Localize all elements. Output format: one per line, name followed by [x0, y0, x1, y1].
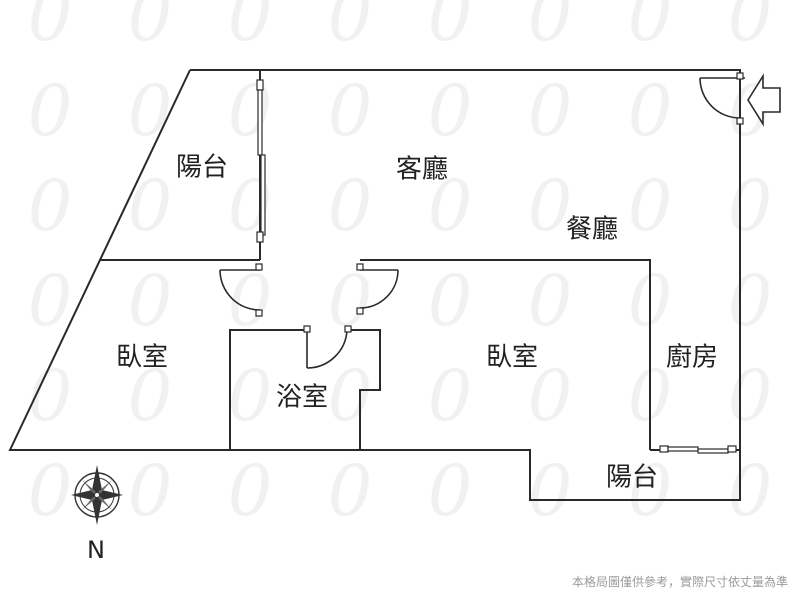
watermark-glyph: 0	[228, 70, 273, 152]
watermark-glyph: 0	[428, 165, 473, 247]
outer-wall	[8, 69, 741, 501]
watermark-glyph: 0	[628, 165, 673, 247]
watermark-glyph: 0	[328, 450, 373, 532]
watermark-glyph: 0	[528, 70, 573, 152]
watermark-glyph: 0	[428, 450, 473, 532]
compass-rose-icon	[71, 465, 123, 525]
doors	[219, 72, 745, 369]
watermark-glyph: 0	[328, 70, 373, 152]
sliding-window-bottom	[659, 445, 737, 454]
watermark-glyph: 0	[128, 260, 173, 342]
watermark-glyph: 0	[728, 355, 773, 437]
watermark-glyph: 0	[128, 0, 173, 57]
watermark-glyph: 0	[528, 0, 573, 57]
room-label-kitchen: 廚房	[666, 343, 718, 373]
watermark-glyph: 0	[328, 0, 373, 57]
bathroom-wall-right	[350, 329, 381, 450]
watermark-glyph: 0	[128, 450, 173, 532]
watermark-glyph: 0	[528, 355, 573, 437]
watermark-glyph: 0	[28, 0, 73, 57]
watermark-glyph: 0	[128, 355, 173, 437]
watermark-glyph: 0	[28, 165, 73, 247]
watermark-glyph: 0	[628, 70, 673, 152]
bathroom-door	[303, 325, 352, 369]
room-label-bathroom: 浴室	[276, 383, 328, 413]
watermark-glyph: 0	[528, 165, 573, 247]
watermark-glyph: 0	[128, 165, 173, 247]
watermark-glyph: 0	[228, 355, 273, 437]
watermark-glyph: 0	[328, 165, 373, 247]
watermark-glyph: 0	[128, 70, 173, 152]
room-label-balcony-top: 陽台	[176, 153, 228, 183]
compass-north-label: N	[87, 536, 105, 564]
disclaimer-text: 本格局圖僅供參考，實際尺寸依丈量為準	[572, 574, 788, 589]
watermark-glyph: 0	[228, 0, 273, 57]
bathroom-wall	[229, 329, 305, 450]
room-label-bedroom-right: 臥室	[486, 343, 538, 373]
room-label-balcony-bottom: 陽台	[606, 463, 658, 493]
watermark-glyph: 0	[728, 165, 773, 247]
watermark-glyph: 0	[428, 260, 473, 342]
watermark-glyph: 0	[28, 450, 73, 532]
watermark-glyph: 0	[28, 70, 73, 152]
watermark-glyph: 0	[228, 450, 273, 532]
room-label-dining-room: 餐廳	[566, 215, 618, 245]
watermark-glyph: 0	[28, 260, 73, 342]
watermark-glyph: 0	[428, 70, 473, 152]
watermark-glyph: 0	[628, 0, 673, 57]
sliding-window-balcony	[256, 79, 266, 243]
watermark-glyph: 0	[528, 450, 573, 532]
watermark-glyph: 0	[728, 260, 773, 342]
watermark-glyph: 0	[528, 260, 573, 342]
bedroom-right-door	[356, 263, 399, 315]
watermark-glyph: 0	[428, 0, 473, 57]
room-label-bedroom-left: 臥室	[116, 343, 168, 373]
room-label-living-room: 客廳	[396, 155, 448, 185]
watermark-glyph: 0	[728, 0, 773, 57]
watermark-glyph: 0	[328, 355, 373, 437]
entrance-door	[699, 72, 745, 125]
bedroom-left-door	[219, 263, 263, 317]
watermark-glyph: 0	[728, 450, 773, 532]
walls	[8, 69, 741, 501]
watermark-glyph: 0	[628, 450, 673, 532]
watermark-glyph: 0	[428, 355, 473, 437]
entrance-arrow-icon	[747, 73, 781, 127]
bedroom-right-wall	[360, 259, 651, 450]
